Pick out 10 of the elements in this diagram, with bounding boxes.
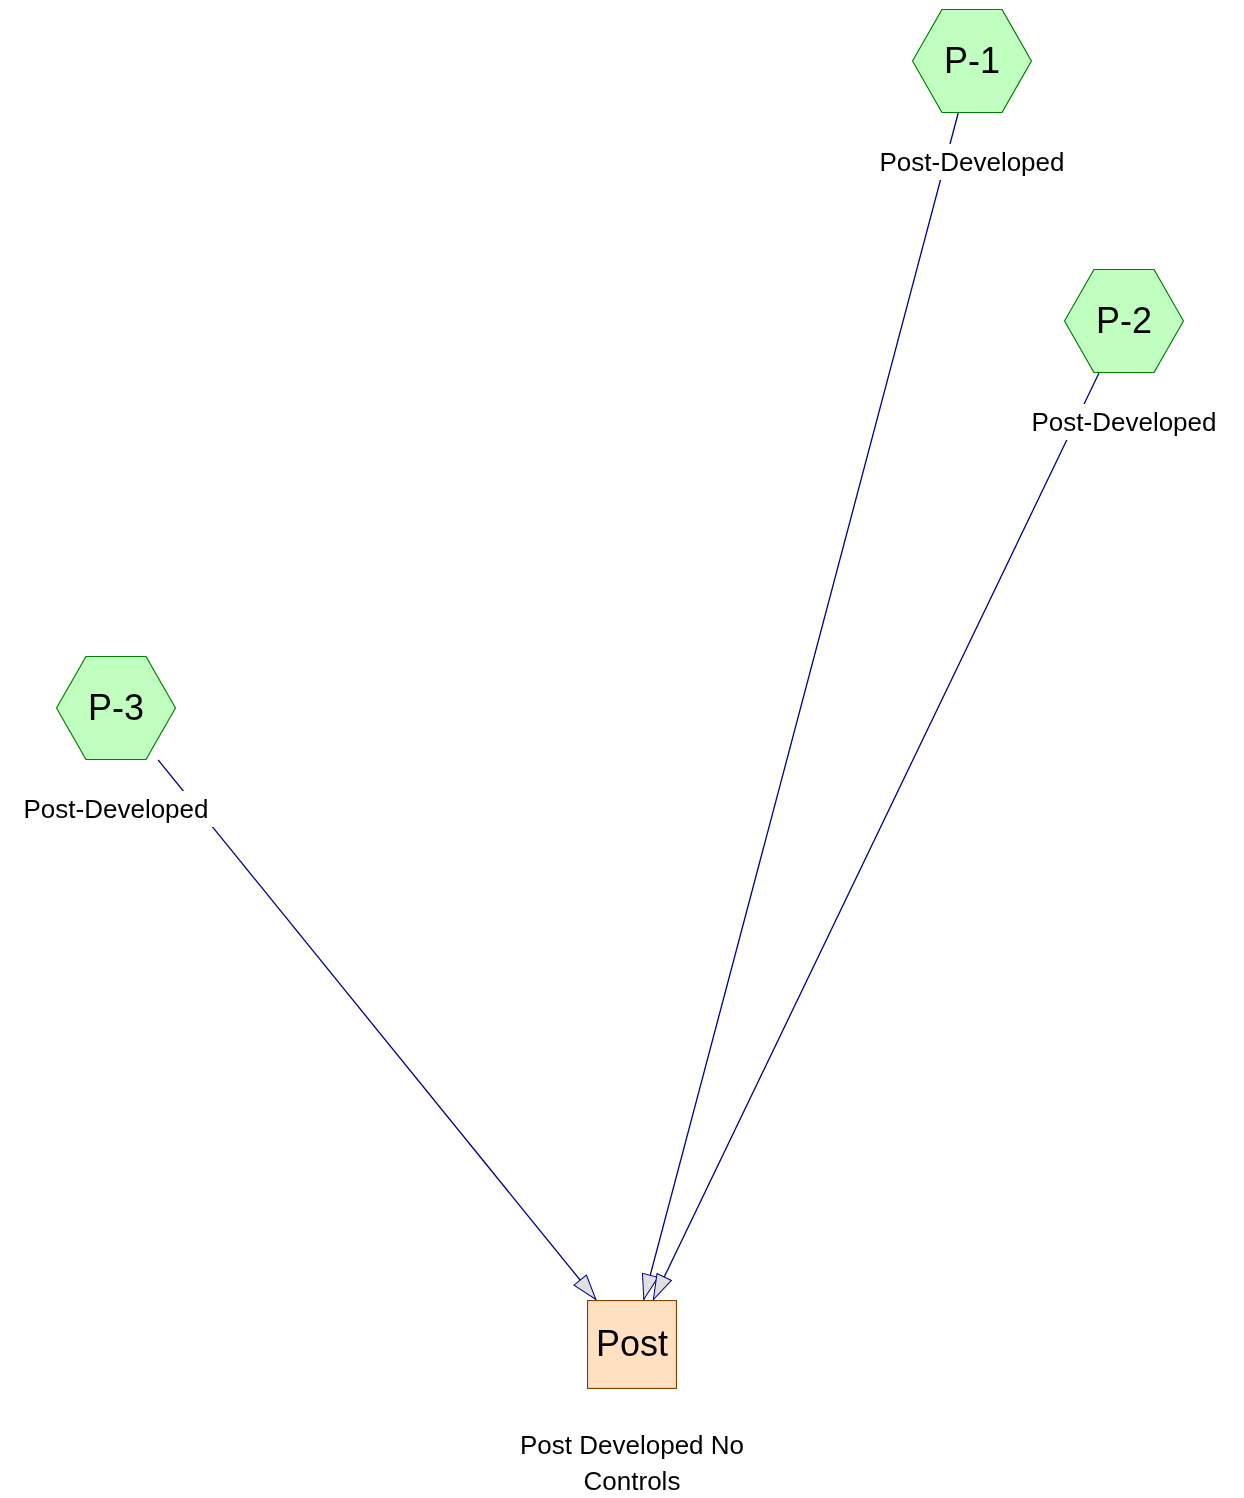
hexagon-node bbox=[56, 656, 176, 760]
arrow bbox=[641, 112, 959, 1301]
hexagon-node bbox=[1064, 269, 1184, 373]
hexagon-node bbox=[912, 9, 1032, 113]
node-label: P-3 bbox=[88, 687, 144, 729]
node-label: P-1 bbox=[944, 40, 1000, 82]
arrow bbox=[652, 372, 1100, 1301]
arrow bbox=[157, 759, 597, 1301]
node-label: Post bbox=[595, 1323, 668, 1365]
node-label: P-2 bbox=[1096, 300, 1152, 342]
